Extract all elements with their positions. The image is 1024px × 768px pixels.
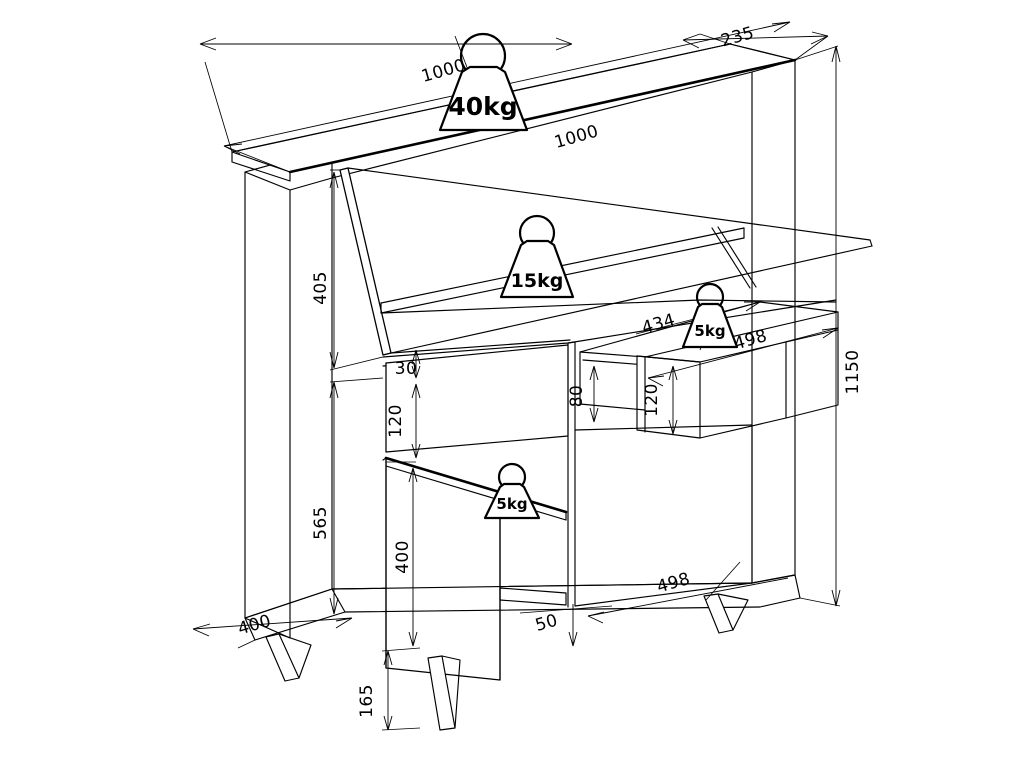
- dim-drawer-front-left: 120: [386, 383, 421, 459]
- dim-label-drawer-opening: 80: [567, 385, 587, 407]
- flap-door: [339, 167, 873, 356]
- dim-label-drawer-outer-width: 498: [732, 326, 770, 355]
- dim-label-door-height: 400: [393, 540, 413, 574]
- weight-label-40kg: 40kg: [448, 92, 517, 121]
- dim-label-lower-height: 565: [311, 506, 331, 540]
- weight-label-5kg-drawer: 5kg: [694, 322, 725, 340]
- dim-label-overall-height: 1150: [843, 350, 863, 395]
- dim-label-leg-height: 165: [357, 684, 377, 718]
- dim-label-drawer-inner-width: 434: [640, 310, 678, 339]
- dim-label-drawer-front-left: 120: [386, 404, 406, 438]
- dim-bottom-section: 498: [587, 561, 789, 624]
- dim-leg-height: 165: [357, 647, 421, 731]
- dim-drawer-front-right: 120: [642, 365, 678, 435]
- lower-compartment: [499, 587, 567, 606]
- drawer: [579, 301, 839, 439]
- left-side-panel: [244, 147, 333, 639]
- weight-icon-5kg-drawer: 5kg: [681, 282, 739, 349]
- dim-label-drawer-front-right: 120: [642, 383, 662, 417]
- dim-lower-height: 565: [311, 377, 384, 615]
- dim-drawer-opening: 80: [567, 365, 599, 423]
- right-lower-interior: [574, 424, 753, 607]
- dim-label-cabinet-depth: 400: [236, 611, 274, 640]
- leg-front-right: [427, 655, 461, 731]
- dim-label-top-width-front: 1000: [552, 121, 601, 153]
- leg-front-left: [265, 633, 312, 682]
- dim-label-bottom-section: 498: [655, 569, 693, 598]
- dim-label-shelf-thickness: 30: [395, 359, 417, 379]
- middle-shelf: [380, 227, 837, 314]
- dim-flap-height: 405: [311, 169, 384, 371]
- leg-rear-right: [703, 593, 749, 634]
- bottom-panel: [244, 574, 801, 641]
- dim-overall-height: 1150: [794, 45, 863, 607]
- weight-icon-15kg: 15kg: [499, 214, 575, 299]
- dim-shelf-thickness: 30: [395, 349, 421, 379]
- dim-label-flap-height: 405: [311, 271, 331, 305]
- weight-icon-40kg: 40kg: [438, 32, 529, 132]
- right-side-panel: [751, 59, 796, 584]
- weight-icon-5kg-shelf: 5kg: [483, 462, 541, 520]
- dim-label-plinth-offset: 50: [533, 610, 560, 635]
- weight-label-15kg: 15kg: [511, 270, 564, 292]
- dim-label-top-overhang: 235: [719, 23, 757, 52]
- dim-door-height: 400: [386, 461, 418, 647]
- center-divider: [567, 341, 576, 608]
- weight-label-5kg-shelf: 5kg: [496, 495, 527, 513]
